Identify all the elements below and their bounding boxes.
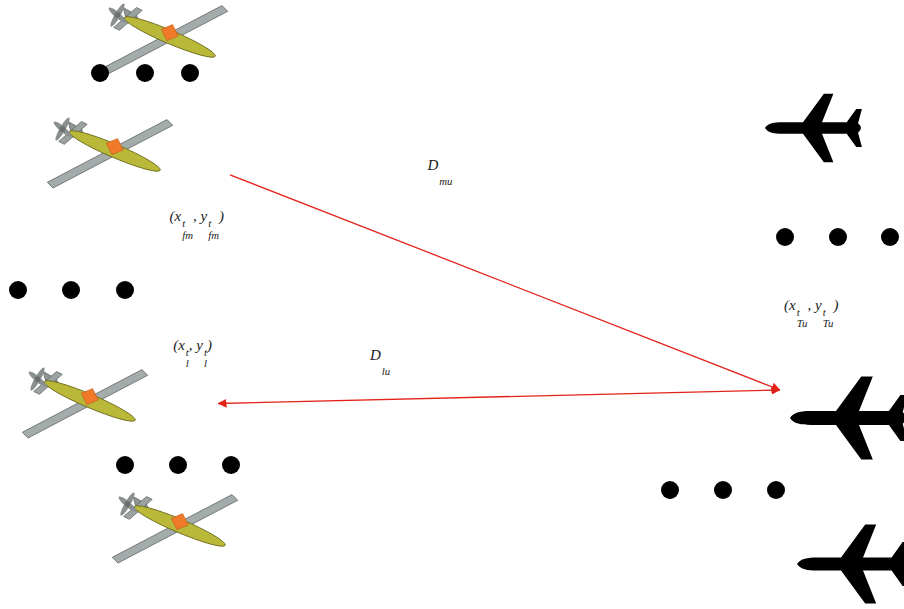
text-part: , y bbox=[193, 208, 207, 224]
distance-label: Dmu bbox=[424, 156, 455, 187]
dot bbox=[714, 481, 732, 499]
uav-position-node: (xtl, ytl) bbox=[15, 332, 218, 442]
dot bbox=[776, 228, 794, 246]
distance-label: Dlu bbox=[367, 346, 393, 377]
text-part: D bbox=[427, 157, 438, 173]
text-part: (x bbox=[784, 297, 796, 313]
text-part: (x bbox=[170, 208, 182, 224]
index-stack: tl bbox=[204, 347, 207, 370]
text-part: , y bbox=[189, 337, 203, 353]
superscript: t bbox=[823, 307, 834, 318]
dot bbox=[829, 228, 847, 246]
dot bbox=[116, 456, 134, 474]
distance-arrow bbox=[218, 390, 780, 403]
index-stack: tfm bbox=[208, 218, 219, 241]
text-part: , y bbox=[807, 297, 821, 313]
index-stack: tfm bbox=[182, 218, 193, 241]
superscript bbox=[382, 355, 390, 366]
superscript: t bbox=[204, 347, 207, 358]
uav-position-node: (xtfm, ytfm) bbox=[40, 110, 230, 245]
index-stack: tTu bbox=[797, 307, 808, 330]
dot bbox=[881, 228, 899, 246]
superscript bbox=[439, 165, 452, 176]
dot bbox=[661, 481, 679, 499]
uav-position-node: (xtTu, ytTu) bbox=[780, 292, 904, 457]
uav-icon bbox=[112, 491, 237, 563]
superscript: t bbox=[186, 347, 189, 358]
plane-icon bbox=[797, 524, 904, 603]
uav-icon bbox=[47, 116, 172, 188]
plane-icon bbox=[765, 94, 862, 162]
dot bbox=[181, 64, 199, 82]
dot bbox=[91, 64, 109, 82]
text-part: ) bbox=[207, 337, 212, 353]
text-part: (x bbox=[173, 337, 185, 353]
superscript: t bbox=[208, 218, 219, 229]
index-stack: tTu bbox=[823, 307, 834, 330]
subscript: fm bbox=[208, 230, 219, 241]
dot bbox=[136, 64, 154, 82]
text-part: ) bbox=[833, 297, 838, 313]
subscript: l bbox=[186, 358, 189, 369]
ellipsis-dots bbox=[9, 64, 899, 499]
distance-arrow bbox=[230, 175, 780, 390]
coordinate-label: (xtfm, ytfm) bbox=[170, 207, 224, 241]
superscript: t bbox=[797, 307, 808, 318]
subscript: l bbox=[204, 358, 207, 369]
dot bbox=[116, 281, 134, 299]
coordinate-label: (xtl, ytl) bbox=[173, 336, 212, 370]
plane-icon bbox=[790, 377, 904, 460]
uav-icon bbox=[102, 2, 227, 74]
subscript: lu bbox=[382, 366, 390, 377]
text-part: ) bbox=[219, 208, 224, 224]
index-stack: lu bbox=[382, 355, 390, 378]
superscript: t bbox=[182, 218, 193, 229]
dot bbox=[169, 456, 187, 474]
subscript: fm bbox=[182, 230, 193, 241]
uav-icon bbox=[22, 366, 147, 438]
subscript: Tu bbox=[823, 318, 834, 329]
dot bbox=[62, 281, 80, 299]
dot bbox=[9, 281, 27, 299]
dot bbox=[222, 456, 240, 474]
index-stack: tl bbox=[186, 347, 189, 370]
coordinate-label: (xtTu, ytTu) bbox=[784, 296, 838, 330]
text-part: D bbox=[370, 347, 381, 363]
subscript: mu bbox=[439, 176, 452, 187]
index-stack: mu bbox=[439, 165, 452, 188]
subscript: Tu bbox=[797, 318, 808, 329]
dot bbox=[767, 481, 785, 499]
